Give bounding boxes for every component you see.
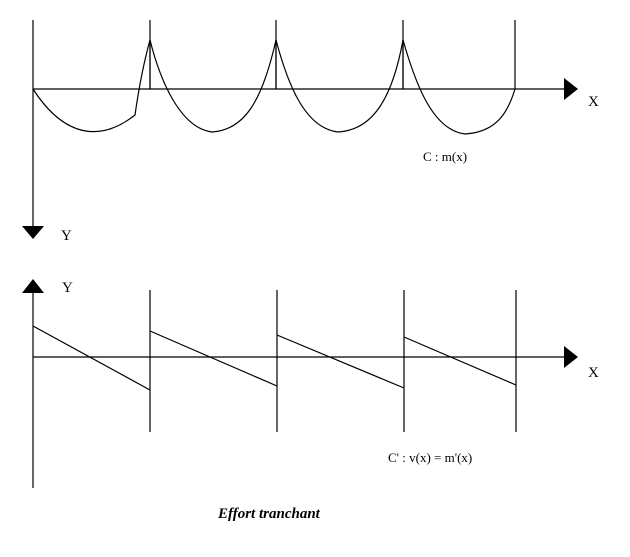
shear-segment <box>149 330 278 387</box>
shear-y-axis-arrow-icon <box>22 279 44 293</box>
shear-segment <box>32 325 151 391</box>
moment-x-label: X <box>588 94 599 110</box>
shear-segment <box>403 336 517 386</box>
shear-diagram: X Y C' : v(x) = m'(x) <box>22 279 599 488</box>
moment-y-label: Y <box>61 228 72 244</box>
moment-curve <box>32 37 516 135</box>
shear-y-label: Y <box>62 280 73 296</box>
moment-curve-label: C : m(x) <box>423 149 467 164</box>
diagram-caption: Effort tranchant <box>217 506 321 522</box>
moment-y-axis-arrow-icon <box>22 226 44 239</box>
shear-curve-label: C' : v(x) = m'(x) <box>388 450 472 465</box>
shear-x-axis-arrow-icon <box>564 346 578 368</box>
moment-diagram: X Y C : m(x) <box>22 20 599 244</box>
shear-x-label: X <box>588 365 599 381</box>
shear-segment <box>276 334 405 389</box>
moment-x-axis-arrow-icon <box>564 78 578 100</box>
